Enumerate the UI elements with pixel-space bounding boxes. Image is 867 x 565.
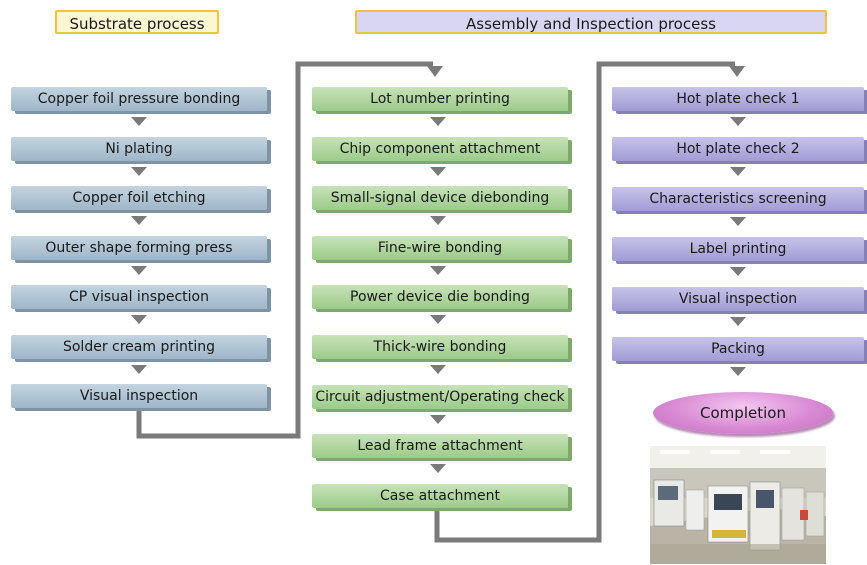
flow-arrow-icon — [730, 267, 746, 276]
assembly-step: Lead frame attachment — [312, 434, 568, 459]
inspection-step: Packing — [612, 337, 864, 361]
flow-arrow-icon — [430, 117, 446, 126]
assembly-step: Power device die bonding — [312, 285, 568, 310]
flow-arrow-icon — [131, 265, 147, 275]
flow-arrow-icon — [131, 166, 147, 176]
flow-arrow-icon — [430, 216, 446, 226]
substrate-step: CP visual inspection — [11, 285, 267, 309]
substrate-step: Copper foil etching — [11, 186, 267, 210]
flow-arrow-icon — [430, 365, 446, 374]
assembly-step-label: Lot number printing — [370, 91, 510, 107]
substrate-step: Ni plating — [11, 136, 267, 161]
connector-arrowhead-2 — [729, 66, 745, 77]
assembly-step: Case attachment — [312, 483, 568, 508]
assembly-step-label: Thick-wire bonding — [373, 339, 507, 355]
flow-arrow-icon — [730, 117, 746, 126]
assembly-step-label: Lead frame attachment — [357, 438, 523, 455]
connector-substrate-to-assembly — [136, 61, 433, 439]
inspection-step: Hot plate check 1 — [612, 87, 864, 111]
substrate-step-label: Visual inspection — [79, 388, 199, 404]
inspection-step-label: Label printing — [689, 241, 787, 257]
flow-arrow-icon — [430, 166, 446, 176]
inspection-step: Label printing — [612, 237, 864, 261]
substrate-step-label: Solder cream printing — [62, 338, 216, 355]
flow-arrow-icon — [430, 315, 446, 325]
assembly-step-label: Chip component attachment — [339, 140, 541, 157]
assembly-step-label: bonding — [492, 190, 550, 207]
substrate-step: Copper foil pressure bonding — [11, 87, 267, 111]
flow-arrow-icon — [430, 265, 446, 275]
flow-arrow-icon — [730, 167, 746, 176]
substrate-step-label: Copper foil etching — [72, 190, 206, 206]
inspection-step-label: Characteristics screening — [649, 191, 827, 207]
inspection-step-label: Visual inspection — [678, 291, 798, 307]
completion-node: Completion — [653, 392, 833, 434]
flow-arrow-icon — [131, 364, 147, 374]
flow-arrow-icon — [730, 367, 746, 376]
flow-arrow-icon — [730, 317, 746, 326]
assembly-step-label: Operating check — [449, 388, 565, 405]
substrate-step: Solder cream printing — [11, 334, 267, 359]
substrate-step-label: Ni plating — [105, 140, 173, 157]
connector-assembly-to-inspection — [434, 61, 735, 543]
substrate-step-label: CP visual inspection — [69, 289, 209, 305]
flow-arrow-icon — [131, 315, 147, 324]
assembly-inspection-header: Assembly and Inspection process — [355, 10, 827, 34]
flow-arrow-icon — [131, 117, 147, 126]
flow-arrow-icon — [430, 414, 446, 424]
connector-arrowhead-1 — [427, 66, 443, 77]
assembly-step-label: Circuit adjustment/ — [315, 388, 450, 405]
flow-arrow-icon — [131, 216, 147, 225]
assembly-step-label: Power device die bonding — [350, 289, 530, 306]
substrate-step: Visual inspection — [11, 384, 267, 408]
assembly-step: Thick-wire bonding — [312, 335, 568, 359]
substrate-step-label: Outer shape forming press — [45, 239, 233, 256]
flow-arrow-icon — [730, 217, 746, 226]
substrate-step-label: Copper foil pressure bonding — [37, 91, 241, 107]
assembly-step: Fine-wire bonding — [312, 235, 568, 260]
assembly-step: Chip component attachment — [312, 136, 568, 161]
substrate-step: Outer shape forming press — [11, 235, 267, 260]
inspection-step: Visual inspection — [612, 287, 864, 311]
inspection-step: Hot plate check 2 — [612, 137, 864, 161]
inspection-step-label: Packing — [711, 341, 765, 357]
assembly-step: Lot number printing — [312, 87, 568, 111]
assembly-step: Circuit adjustment/Operating check — [312, 384, 568, 409]
inspection-step-label: Hot plate check 2 — [676, 141, 800, 157]
assembly-step-label: Case attachment — [379, 487, 501, 504]
inspection-step: Characteristics screening — [612, 187, 864, 211]
flow-arrow-icon — [430, 464, 446, 474]
factory-photo — [650, 446, 826, 564]
substrate-process-header: Substrate process — [55, 10, 219, 34]
inspection-step-label: Hot plate check 1 — [676, 91, 800, 107]
assembly-step-label: Small-signal device die — [330, 190, 493, 207]
assembly-step-label: Fine-wire bonding — [377, 239, 503, 256]
